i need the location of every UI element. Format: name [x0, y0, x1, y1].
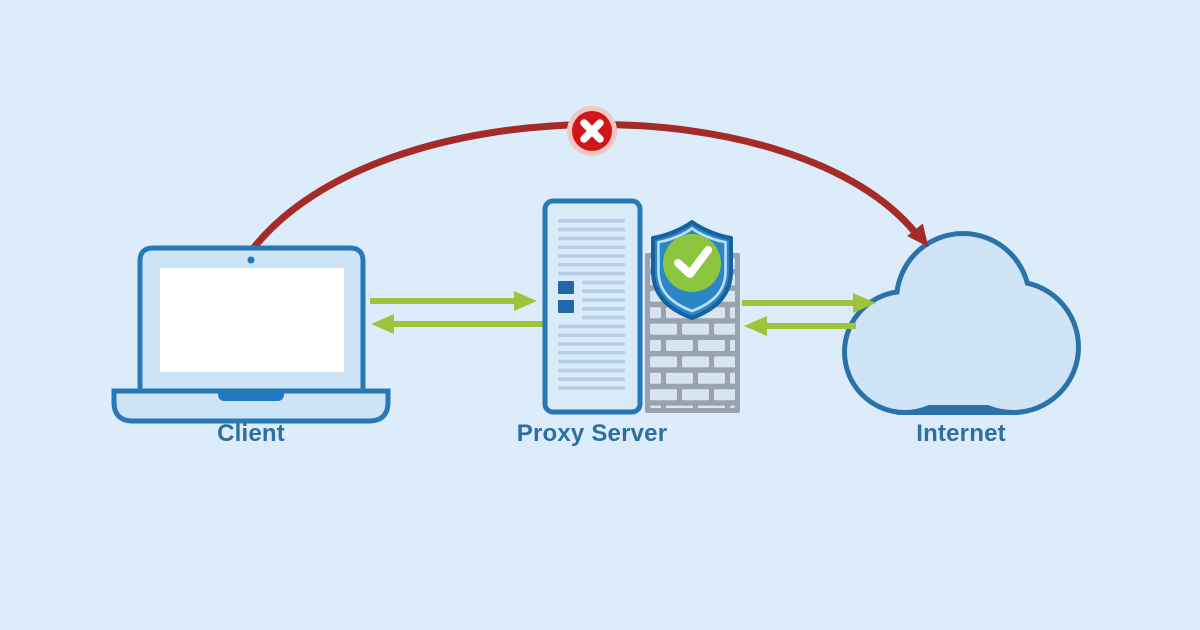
server-icon — [542, 198, 643, 415]
cloud-icon — [842, 231, 1081, 415]
internet-label: Internet — [916, 420, 1006, 447]
proxy-label: Proxy Server — [516, 420, 668, 447]
arrow-internet-to-proxy — [744, 316, 856, 336]
arrow-proxy-to-internet — [742, 293, 876, 313]
laptop-icon — [111, 245, 391, 424]
arrow-client-to-proxy — [370, 291, 537, 311]
arrow-proxy-to-client — [371, 314, 543, 334]
shield-check-icon — [651, 220, 733, 320]
client-label: Client — [217, 420, 285, 447]
blocked-x-icon — [567, 106, 617, 156]
